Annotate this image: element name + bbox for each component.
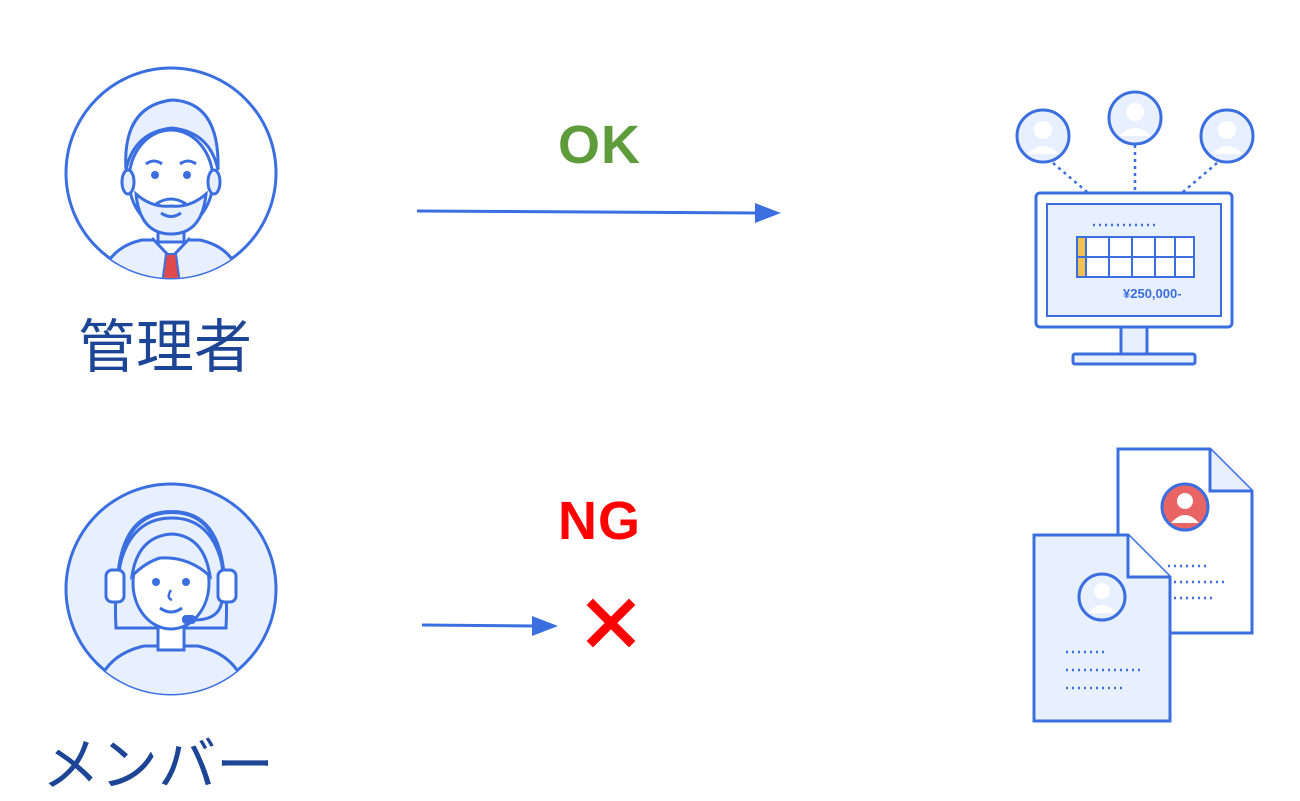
admin-label: 管理者	[78, 313, 253, 381]
member-label: メンバー	[42, 731, 275, 799]
ok-arrow-icon	[416, 203, 781, 223]
ok-label: OK	[558, 115, 641, 175]
admin-avatar-icon	[64, 66, 278, 280]
ng-label: NG	[558, 491, 641, 551]
member-avatar-icon	[64, 482, 278, 696]
denied-cross-icon	[586, 598, 636, 648]
monitor-amount: ¥250,000-	[1123, 286, 1182, 301]
member-documents-icon	[1032, 447, 1254, 723]
ng-arrow-icon	[421, 616, 558, 636]
admin-dashboard-icon: ¥250,000-	[1015, 90, 1255, 366]
